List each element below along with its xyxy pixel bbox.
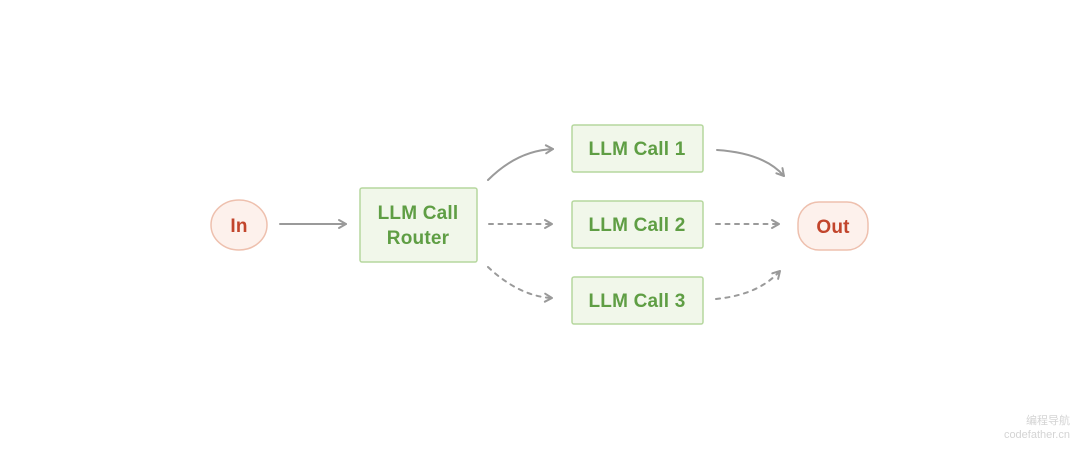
llm-call-1-label: LLM Call 1: [588, 139, 685, 160]
edge-call3-to-out: [715, 270, 781, 300]
in-node-label: In: [230, 216, 247, 237]
llm-call-3-shape: [571, 276, 704, 325]
node-out: Out: [797, 201, 869, 251]
node-in: In: [210, 199, 268, 251]
in-node-shape: [210, 199, 268, 251]
llm-call-1-shape: [571, 124, 704, 173]
watermark-line1: 编程导航: [1026, 415, 1070, 427]
edge-router-to-call3: [487, 266, 553, 303]
out-node-label: Out: [816, 217, 850, 238]
router-node-label-line1: LLM Call: [378, 203, 459, 224]
llm-call-3-label: LLM Call 3: [588, 291, 685, 312]
out-node-shape: [797, 201, 869, 251]
node-llm-call-2: LLM Call 2: [571, 200, 704, 249]
node-llm-call-3: LLM Call 3: [571, 276, 704, 325]
watermark-line2: codefather.cn: [1003, 429, 1070, 441]
router-node-shape: [359, 187, 478, 263]
watermark: 编程导航 codefather.cn: [1004, 414, 1070, 442]
edge-router-to-call1: [487, 144, 554, 181]
node-llm-call-router: LLM Call Router: [359, 187, 478, 263]
edge-call1-to-out: [716, 149, 785, 177]
llm-call-2-shape: [571, 200, 704, 249]
llm-call-2-label: LLM Call 2: [588, 215, 685, 236]
router-node-label-line2: Router: [387, 228, 450, 249]
node-llm-call-1: LLM Call 1: [571, 124, 704, 173]
